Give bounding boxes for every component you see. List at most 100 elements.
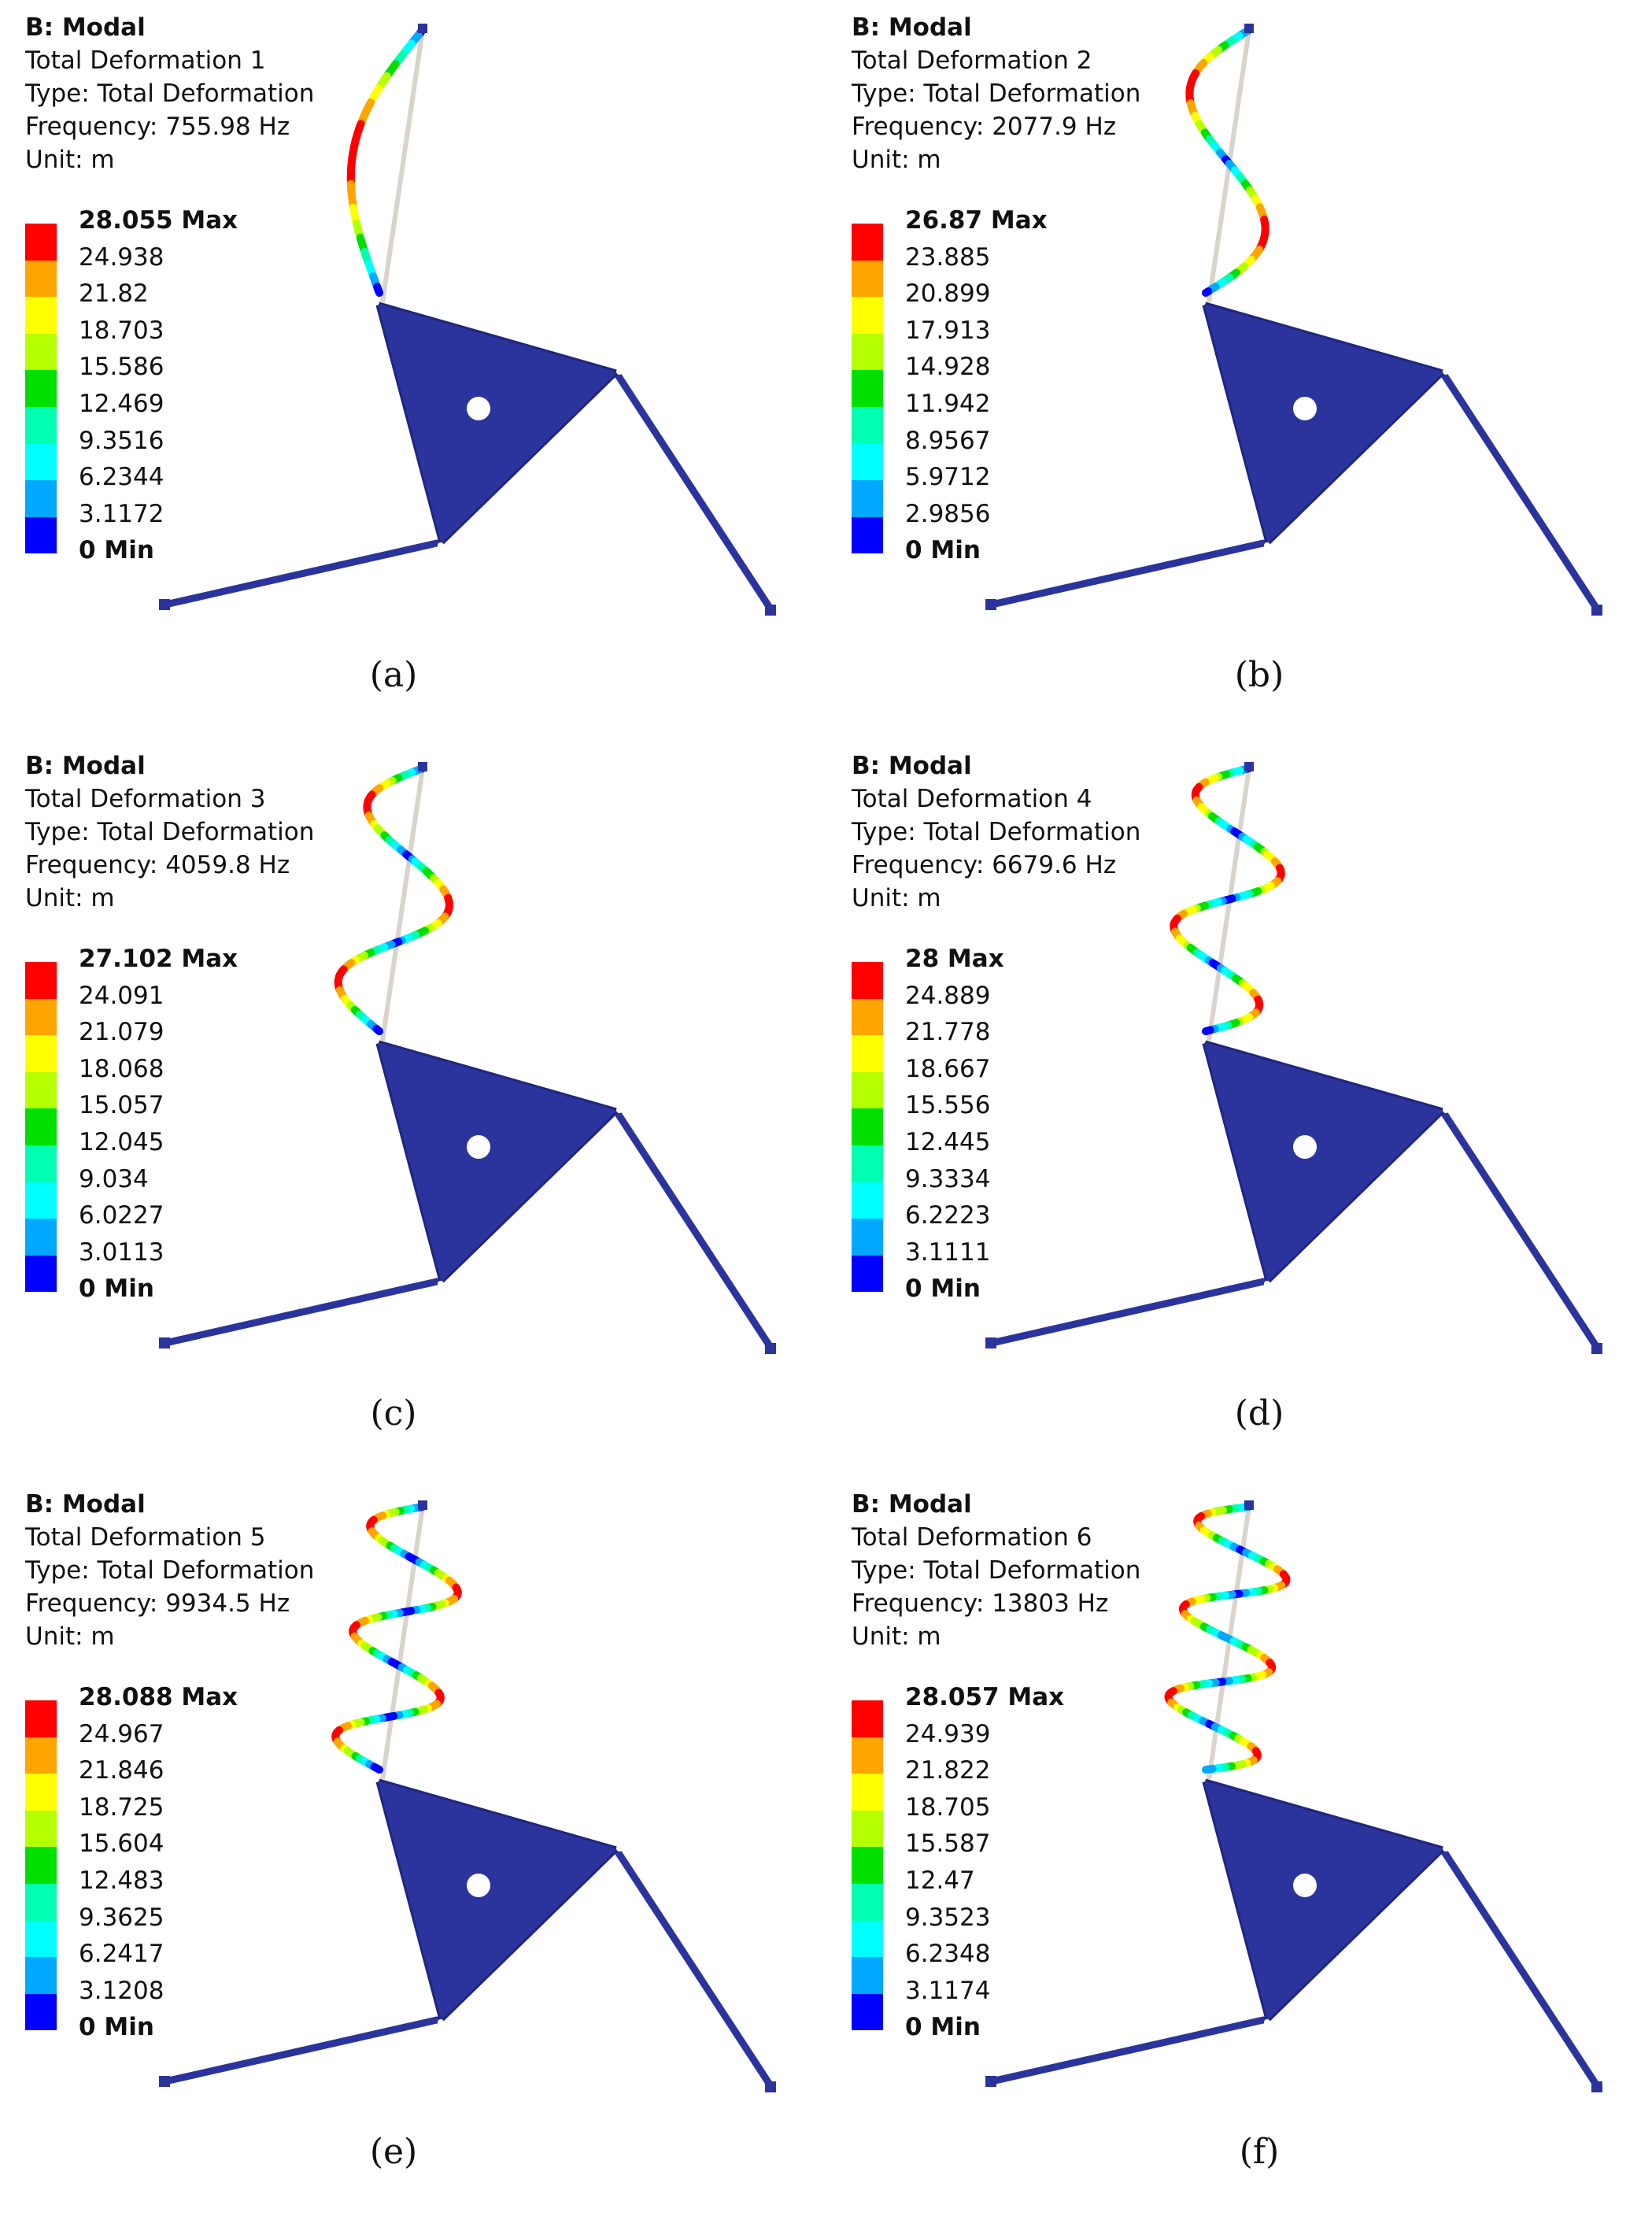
legend-tick-label: 5.9712 bbox=[905, 463, 991, 492]
result-type: Type: Total Deformation bbox=[25, 80, 315, 108]
legend-band bbox=[852, 297, 883, 334]
vertex-pin-2 bbox=[616, 1845, 623, 1852]
plate-hole bbox=[1293, 1874, 1317, 1897]
legend-max-label: 28.057 Max bbox=[905, 1683, 1065, 1711]
support-leg-left bbox=[161, 2016, 441, 2085]
legend-band bbox=[25, 1219, 57, 1256]
top-anchor bbox=[1244, 1500, 1254, 1510]
legend-max-label: 28 Max bbox=[905, 945, 1004, 973]
result-unit: Unit: m bbox=[852, 146, 941, 174]
legend-tick-label: 24.889 bbox=[905, 981, 991, 1010]
legend-tick-label: 12.47 bbox=[905, 1866, 975, 1895]
legend-band bbox=[852, 1700, 883, 1737]
legend-tick-label: 15.556 bbox=[905, 1091, 991, 1120]
result-name: Total Deformation 3 bbox=[25, 785, 266, 813]
result-frequency: Frequency: 9934.5 Hz bbox=[25, 1589, 290, 1618]
legend-band bbox=[852, 1957, 883, 1994]
result-frequency: Frequency: 6679.6 Hz bbox=[852, 851, 1117, 879]
legend-band bbox=[852, 370, 883, 407]
legend-min-label: 0 Min bbox=[79, 1274, 154, 1304]
plate-hole bbox=[467, 1135, 490, 1159]
legend-band bbox=[25, 370, 57, 407]
triangle-plate bbox=[374, 1038, 622, 1286]
legend-band bbox=[25, 1847, 57, 1884]
vertex-pin-3 bbox=[1264, 1281, 1270, 1287]
legend-tick-label: 17.913 bbox=[905, 316, 991, 345]
foot-right bbox=[1591, 1343, 1602, 1354]
analysis-header: B: Modal bbox=[852, 13, 972, 42]
legend-band bbox=[25, 1255, 57, 1293]
result-frequency: Frequency: 755.98 Hz bbox=[25, 113, 290, 141]
legend-tick-label: 3.1208 bbox=[79, 1976, 164, 2005]
vertex-pin-2 bbox=[1443, 1107, 1449, 1113]
mechanism-drawing bbox=[985, 762, 1602, 1354]
legend-band bbox=[25, 260, 57, 298]
legend-band bbox=[852, 480, 883, 517]
legend-tick-label: 21.079 bbox=[79, 1018, 164, 1047]
top-anchor bbox=[418, 24, 427, 33]
undeformed-rod bbox=[380, 768, 425, 1041]
panel-caption: (a) bbox=[369, 655, 418, 695]
legend-band bbox=[25, 1700, 57, 1737]
legend-max-label: 27.102 Max bbox=[79, 945, 238, 973]
foot-left bbox=[159, 599, 170, 610]
legend-band bbox=[852, 260, 883, 298]
deformed-beam bbox=[1185, 26, 1269, 297]
vertex-pin-1 bbox=[1199, 1038, 1206, 1044]
legend-band bbox=[852, 962, 883, 999]
legend-tick-label: 6.2348 bbox=[905, 1940, 991, 1969]
legend-tick-label: 6.2344 bbox=[79, 463, 164, 492]
legend-band bbox=[25, 516, 57, 554]
mechanism-drawing bbox=[985, 24, 1602, 616]
panel-caption: (d) bbox=[1234, 1393, 1284, 1434]
legend-tick-label: 8.9567 bbox=[905, 426, 991, 455]
legend-band bbox=[25, 333, 57, 371]
deformed-beam bbox=[346, 26, 427, 297]
legend-tick-label: 15.587 bbox=[905, 1829, 991, 1859]
legend-band bbox=[852, 1993, 883, 2031]
foot-left bbox=[985, 1337, 996, 1348]
legend-tick-label: 21.82 bbox=[79, 279, 149, 309]
legend-tick-label: 21.778 bbox=[905, 1018, 991, 1047]
legend-color-bar bbox=[852, 962, 883, 1293]
legend-tick-label: 18.705 bbox=[905, 1792, 991, 1822]
foot-right bbox=[765, 1343, 776, 1354]
legend-min-label: 0 Min bbox=[905, 2013, 981, 2042]
legend-tick-label: 15.586 bbox=[79, 353, 164, 382]
legend-tick-label: 6.0227 bbox=[79, 1201, 164, 1230]
triangle-plate bbox=[1200, 300, 1448, 548]
legend-tick-label: 9.034 bbox=[79, 1164, 149, 1193]
legend-band bbox=[25, 1108, 57, 1145]
legend-band bbox=[852, 224, 883, 261]
analysis-header: B: Modal bbox=[25, 13, 146, 42]
result-unit: Unit: m bbox=[852, 884, 941, 912]
legend-tick-label: 18.667 bbox=[905, 1054, 991, 1083]
legend-tick-label: 18.703 bbox=[79, 316, 164, 345]
legend-tick-label: 24.939 bbox=[905, 1719, 991, 1748]
legend-color-bar bbox=[852, 1700, 883, 2031]
vertex-pin-3 bbox=[1264, 2019, 1270, 2025]
support-leg-right bbox=[613, 1847, 775, 2091]
legend-tick-label: 12.469 bbox=[79, 390, 164, 418]
legend-band bbox=[25, 1920, 57, 1958]
analysis-header: B: Modal bbox=[852, 752, 972, 780]
vertex-pin-2 bbox=[616, 368, 623, 375]
support-leg-right bbox=[1439, 370, 1602, 614]
legend-band bbox=[852, 1145, 883, 1182]
undeformed-rod bbox=[380, 29, 425, 303]
triangle-plate bbox=[374, 300, 622, 548]
legend-tick-label: 18.725 bbox=[79, 1792, 164, 1822]
legend-tick-label: 9.3516 bbox=[79, 426, 164, 455]
legend-tick-label: 2.9856 bbox=[905, 499, 991, 528]
legend-tick-label: 21.822 bbox=[905, 1756, 991, 1785]
legend-band bbox=[25, 1883, 57, 1921]
vertex-pin-3 bbox=[438, 1281, 444, 1287]
